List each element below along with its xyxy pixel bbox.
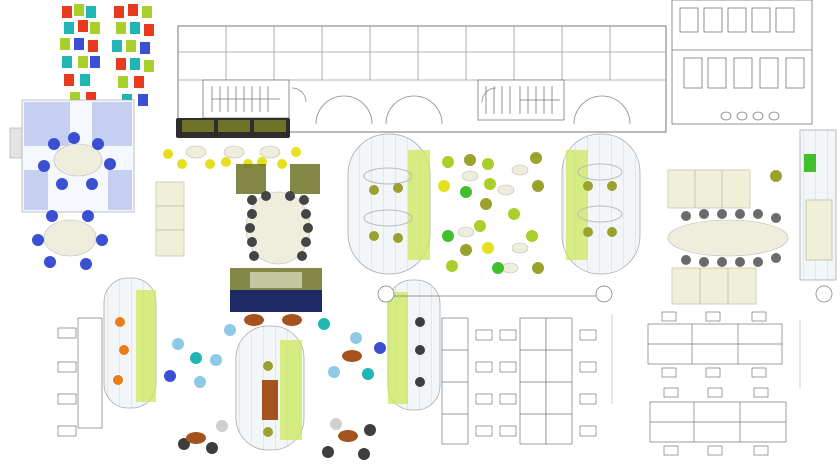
cafe-cluster-yellow bbox=[163, 145, 301, 169]
blue-meeting-room bbox=[9, 99, 135, 213]
storage-cabinets-right-bottom bbox=[671, 267, 757, 305]
armchair-icon bbox=[438, 152, 544, 274]
glass-pod-lower-centre bbox=[235, 325, 305, 451]
workstations-right bbox=[611, 285, 833, 456]
desk-icon bbox=[661, 311, 769, 456]
round-table-icon bbox=[53, 143, 103, 177]
workstations-centre bbox=[377, 285, 613, 445]
cafe-cluster-blue bbox=[164, 314, 302, 454]
desk-icon bbox=[475, 329, 597, 437]
armchair-icon bbox=[38, 132, 116, 190]
restroom-stall-icon bbox=[679, 7, 805, 89]
armchair-icon bbox=[318, 318, 386, 460]
lounge-cluster-green bbox=[438, 152, 544, 274]
staircase-icon bbox=[211, 86, 280, 112]
conference-booth bbox=[236, 164, 320, 265]
stacked-chair-icon bbox=[60, 4, 100, 104]
glass-pod-lower-right bbox=[387, 279, 441, 411]
armchair-icon bbox=[32, 210, 108, 270]
round-table-icon bbox=[186, 314, 302, 444]
staircase-icon bbox=[485, 86, 560, 114]
round-table-icon bbox=[43, 219, 97, 257]
lounge-sofa-olive bbox=[176, 118, 290, 138]
stacked-chairs-right bbox=[112, 4, 154, 106]
armchair-icon bbox=[245, 191, 313, 261]
phone-booth-right bbox=[770, 129, 837, 281]
sink-row bbox=[720, 111, 780, 121]
storage-cabinets-right-top bbox=[667, 169, 751, 209]
storage-cabinet-left bbox=[155, 181, 185, 257]
armchair-icon bbox=[681, 209, 781, 267]
stacked-chair-icon bbox=[112, 4, 154, 106]
glass-pod-centre bbox=[347, 133, 431, 275]
cafe-cluster-centre bbox=[318, 318, 386, 460]
booth-navy bbox=[230, 268, 322, 312]
glass-pod-right bbox=[561, 133, 641, 275]
stacked-chairs-left bbox=[60, 4, 100, 104]
glass-pod-lower-left bbox=[103, 277, 157, 409]
round-table-icon bbox=[185, 145, 281, 159]
staircase-left bbox=[202, 79, 290, 119]
restroom-block bbox=[671, 0, 813, 125]
round-table-icon bbox=[457, 164, 529, 274]
conference-table-right bbox=[667, 209, 789, 267]
desk-icon bbox=[57, 327, 77, 437]
glass-pod-icon bbox=[103, 133, 641, 451]
door-swing-icon bbox=[291, 87, 631, 125]
desk-cluster-left bbox=[57, 317, 103, 437]
armchair-icon bbox=[164, 324, 236, 454]
round-table-icon bbox=[338, 350, 362, 442]
staircase-right bbox=[477, 79, 565, 121]
round-table-blue-chairs bbox=[32, 210, 108, 270]
